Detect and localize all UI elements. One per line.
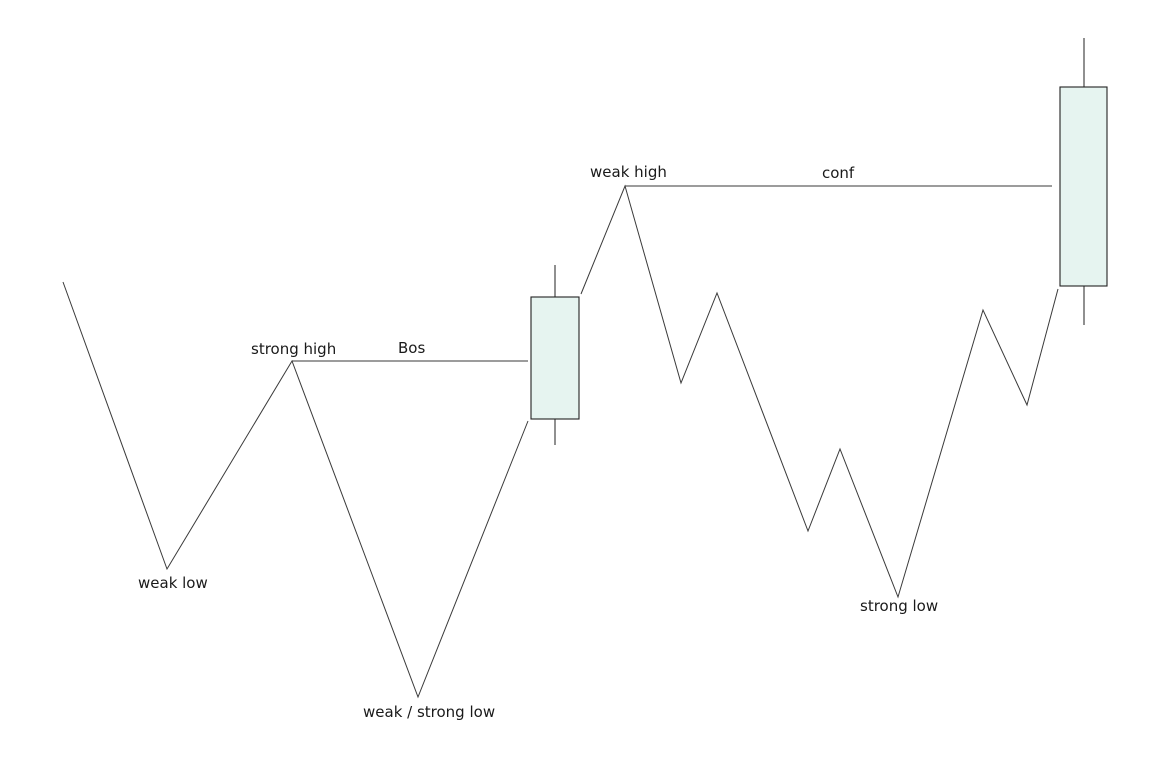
bos-candle [530, 265, 580, 445]
label-strong-high: strong high [251, 340, 336, 358]
price-path-right [580, 184, 1059, 599]
label-weak-low: weak low [138, 574, 208, 592]
conf-candle [1059, 38, 1108, 325]
conf-candle-body [1059, 86, 1108, 287]
label-conf: conf [822, 164, 855, 182]
label-weak-high: weak high [590, 163, 667, 181]
label-weak-strong-low: weak / strong low [363, 703, 495, 721]
label-strong-low: strong low [860, 597, 938, 615]
bos-candle-body [530, 296, 580, 420]
label-bos: Bos [398, 339, 425, 357]
